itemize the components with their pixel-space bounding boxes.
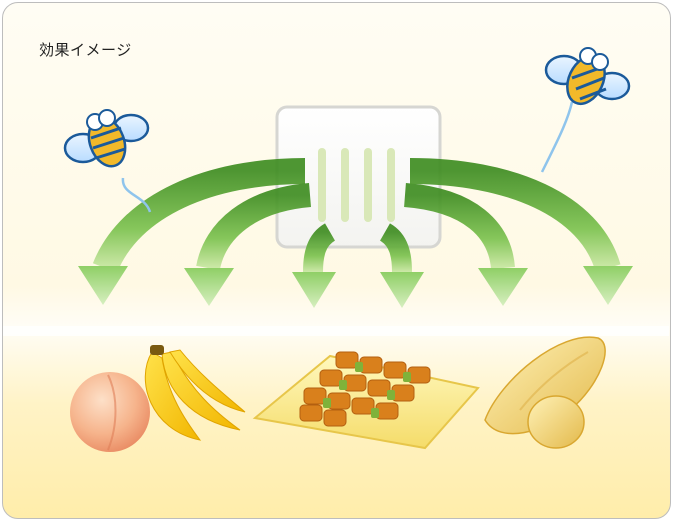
arrow-head — [292, 272, 336, 308]
diagram-title: 効果イメージ — [39, 41, 132, 59]
arrow-head — [583, 266, 633, 305]
arrow-head — [78, 266, 128, 305]
bee-icon — [540, 47, 631, 173]
banana-icon — [144, 345, 246, 441]
arrow-head — [184, 268, 234, 306]
arrow-head — [380, 272, 424, 308]
table-edge — [3, 326, 669, 336]
bun-icon — [527, 395, 585, 449]
peach-icon — [70, 372, 150, 452]
skewer-plate-icon — [252, 351, 480, 450]
bread-icon — [484, 336, 606, 435]
bee-icon — [63, 109, 152, 213]
airflow-arrows — [78, 158, 633, 308]
air-purifier-unit-icon — [275, 105, 442, 249]
arrow-head — [478, 268, 528, 306]
